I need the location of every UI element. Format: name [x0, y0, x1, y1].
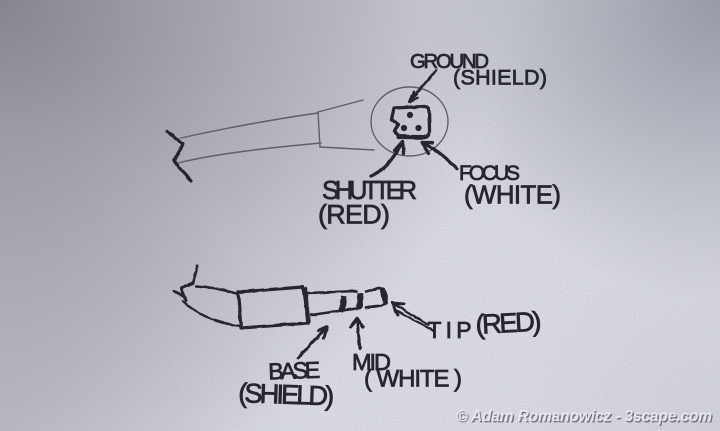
svg-text:(WHITE): (WHITE) [464, 182, 561, 210]
svg-text:© Adam Romanowicz - 3scape.com: © Adam Romanowicz - 3scape.com [457, 409, 713, 426]
svg-text:GROUND: GROUND [410, 51, 489, 73]
svg-text:FOCUS: FOCUS [459, 162, 520, 185]
svg-text:( WHITE ): ( WHITE ) [364, 366, 462, 393]
svg-text:(RED): (RED) [475, 306, 543, 340]
svg-text:© Adam Romanowicz - 3scape.com: © Adam Romanowicz - 3scape.com [456, 408, 712, 425]
svg-text:(SHIELD): (SHIELD) [238, 377, 335, 411]
svg-text:BASE: BASE [268, 357, 321, 385]
svg-text:(RED): (RED) [318, 199, 390, 229]
svg-text:TIP: TIP [428, 317, 472, 343]
svg-text:MID: MID [352, 349, 391, 375]
svg-text:(SHIELD): (SHIELD) [453, 66, 547, 90]
svg-text:SHUTTER: SHUTTER [322, 177, 417, 205]
